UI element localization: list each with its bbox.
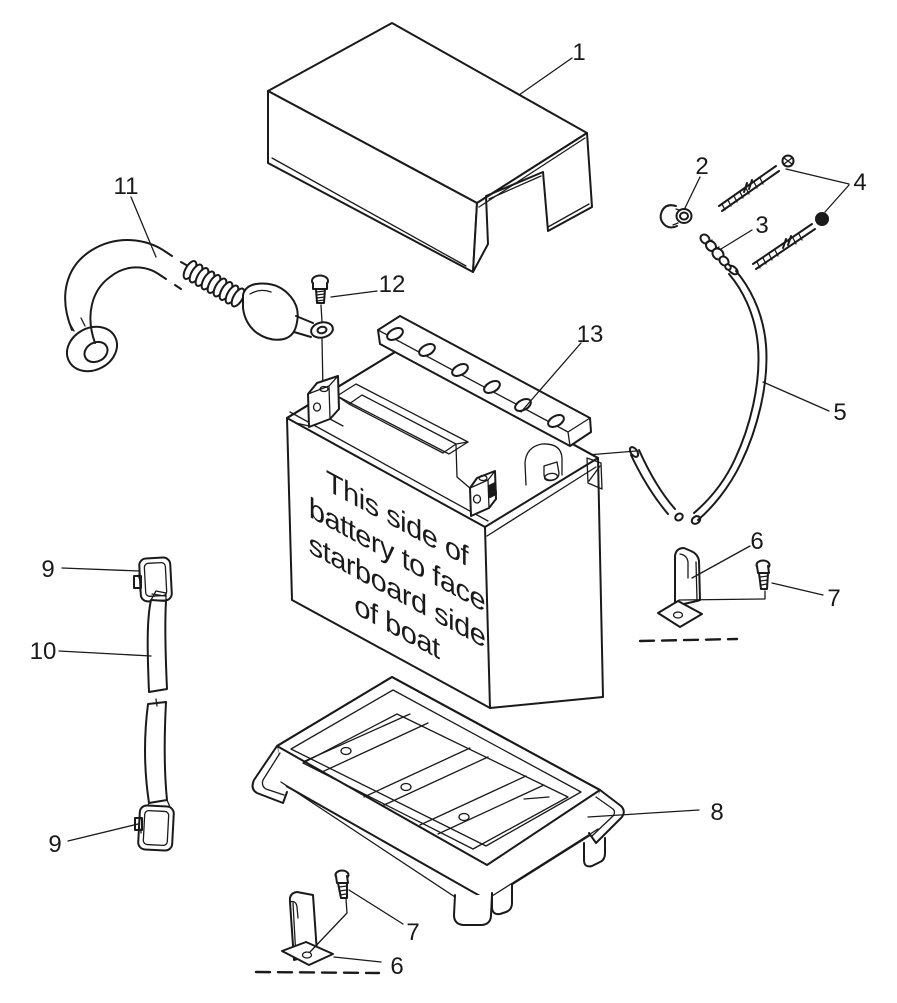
callout-6-upper-label: 6: [750, 528, 763, 555]
callout-7-upper: 7: [771, 582, 841, 612]
vent-fitting: [699, 233, 732, 271]
callout-7-lower: 7: [348, 889, 420, 946]
callout-3-label: 3: [755, 212, 768, 239]
bracket-screw-lower: [254, 869, 381, 975]
bracket-upper: [657, 547, 703, 628]
battery: This side of battery to face starboard s…: [286, 315, 604, 709]
callout-5-label: 5: [833, 399, 846, 426]
callout-1: 1: [518, 39, 586, 96]
callout-4: 4: [785, 168, 867, 213]
strap-hook-bottom: [134, 804, 175, 852]
battery-cover: [267, 22, 593, 273]
callout-7-upper-label: 7: [827, 585, 840, 612]
ground-cable: [64, 239, 334, 373]
bracket-lower: [281, 891, 334, 966]
callout-4-label: 4: [853, 169, 866, 196]
callout-10: 10: [30, 638, 152, 665]
callout-8: 8: [587, 799, 724, 826]
callout-9-bottom: 9: [48, 823, 139, 858]
terminal-screw: [311, 274, 329, 392]
callout-2: 2: [684, 153, 709, 209]
strap-hook-top: [133, 556, 173, 603]
callout-5: 5: [762, 381, 847, 426]
callout-11: 11: [114, 173, 157, 258]
vent-elbow: [659, 204, 693, 229]
callout-11-label: 11: [114, 173, 139, 200]
callout-6-upper: 6: [691, 528, 764, 579]
callout-6-lower-label: 6: [390, 953, 403, 980]
callout-12-label: 12: [379, 271, 406, 298]
callout-1-label: 1: [572, 39, 585, 66]
callout-10-label: 10: [30, 638, 57, 665]
callout-13: 13: [520, 321, 604, 413]
callout-12: 12: [330, 271, 406, 298]
callout-7-lower-label: 7: [406, 919, 419, 946]
callout-8-label: 8: [710, 799, 723, 826]
callout-6-lower: 6: [333, 953, 404, 980]
callout-9-top-label: 9: [41, 556, 54, 583]
callout-2-label: 2: [695, 153, 708, 180]
battery-tray: [251, 676, 625, 926]
callout-9-bottom-label: 9: [48, 831, 61, 858]
callout-9-top: 9: [41, 556, 140, 583]
callout-3: 3: [720, 212, 769, 250]
callout-13-label: 13: [577, 321, 604, 348]
mounting-screws: [718, 154, 829, 270]
battery-strap: [144, 590, 171, 811]
bracket-screw-upper: [638, 559, 771, 643]
